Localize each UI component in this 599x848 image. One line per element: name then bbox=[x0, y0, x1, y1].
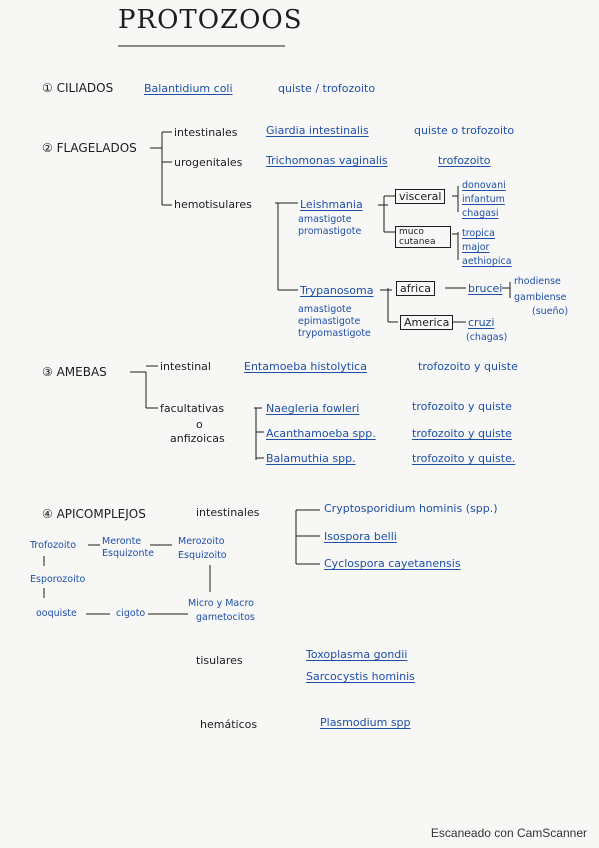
africa-note: (sueño) bbox=[532, 306, 569, 317]
cycle-gametocitos-1: Micro y Macro bbox=[188, 598, 254, 609]
page-title: PROTOZOOS bbox=[118, 5, 303, 35]
apicomplejos-tisulares-label: tisulares bbox=[196, 654, 243, 667]
toxoplasma-species: Toxoplasma gondii bbox=[306, 648, 408, 661]
mucocutanea-species-3: aethiopica bbox=[462, 256, 512, 267]
flagelados-intestinales-label: intestinales bbox=[174, 126, 238, 139]
cyclospora-species: Cyclospora cayetanensis bbox=[324, 557, 461, 570]
africa-species: brucei bbox=[468, 282, 503, 295]
cycle-cigoto: cigoto bbox=[116, 608, 146, 619]
ciliados-species: Balantidium coli bbox=[144, 82, 233, 95]
apicomplejos-intestinales-label: intestinales bbox=[196, 506, 260, 519]
cycle-ooquiste: ooquiste bbox=[36, 608, 77, 619]
apicomplejos-heading: ④ APICOMPLEJOS bbox=[42, 507, 146, 521]
balamuthia-species: Balamuthia spp. bbox=[266, 452, 356, 465]
amebas-intestinal-label: intestinal bbox=[160, 360, 211, 373]
amebas-anfizoicas-label: anfizoicas bbox=[170, 432, 225, 445]
trypanosoma-form-1: amastigote bbox=[298, 304, 352, 315]
africa-subspecies-2: gambiense bbox=[514, 292, 567, 303]
trypanosoma-name: Trypanosoma bbox=[300, 284, 374, 297]
flagelados-heading: ② FLAGELADOS bbox=[42, 141, 137, 155]
plasmodium-species: Plasmodium spp bbox=[320, 716, 411, 729]
acanthamoeba-forms: trofozoito y quiste bbox=[412, 427, 512, 440]
visceral-species-3: chagasi bbox=[462, 208, 499, 219]
flagelados-urogenitales-label: urogenitales bbox=[174, 156, 243, 169]
amebas-o-label: o bbox=[196, 418, 203, 431]
cycle-esquizonte: Esquizonte bbox=[102, 548, 155, 559]
america-species: cruzi bbox=[468, 316, 495, 329]
africa-box: africa bbox=[396, 281, 435, 296]
trypanosoma-form-2: epimastigote bbox=[298, 316, 361, 327]
cycle-esporozoito: Esporozoito bbox=[30, 574, 86, 585]
scanner-footer: Escaneado con CamScanner bbox=[430, 826, 587, 840]
giardia-forms: quiste o trofozoito bbox=[414, 124, 515, 137]
flagelados-hemotisulares-label: hemotisulares bbox=[174, 198, 252, 211]
entamoeba-species: Entamoeba histolytica bbox=[244, 360, 367, 373]
cycle-meronte: Meronte bbox=[102, 536, 142, 547]
naegleria-forms: trofozoito y quiste bbox=[412, 400, 512, 413]
leishmania-form-1: amastigote bbox=[298, 214, 352, 225]
amebas-facultativas-label: facultativas bbox=[160, 402, 225, 415]
africa-subspecies-1: rhodiense bbox=[514, 276, 561, 287]
acanthamoeba-species: Acanthamoeba spp. bbox=[266, 427, 376, 440]
visceral-species-2: infantum bbox=[462, 194, 505, 205]
trichomonas-forms: trofozoito bbox=[438, 154, 491, 167]
isospora-species: Isospora belli bbox=[324, 530, 397, 543]
giardia-species: Giardia intestinalis bbox=[266, 124, 369, 137]
cycle-gametocitos-2: gametocitos bbox=[196, 612, 255, 623]
visceral-species-1: donovani bbox=[462, 180, 506, 191]
mucocutanea-box: muco cutanea bbox=[395, 226, 451, 248]
leishmania-name: Leishmania bbox=[300, 198, 363, 211]
cryptosporidium-species: Cryptosporidium hominis (spp.) bbox=[324, 502, 498, 515]
ciliados-heading: ① CILIADOS bbox=[42, 81, 114, 95]
balamuthia-forms: trofozoito y quiste. bbox=[412, 452, 516, 465]
entamoeba-forms: trofozoito y quiste bbox=[418, 360, 518, 373]
sarcocystis-species: Sarcocystis hominis bbox=[306, 670, 415, 683]
visceral-box: visceral bbox=[395, 189, 446, 204]
leishmania-form-2: promastigote bbox=[298, 226, 362, 237]
cycle-esquizoito: Esquizoito bbox=[178, 550, 227, 561]
mucocutanea-species-2: major bbox=[462, 242, 490, 253]
apicomplejos-hematicos-label: hemáticos bbox=[200, 718, 258, 731]
america-box: America bbox=[400, 315, 454, 330]
amebas-heading: ③ AMEBAS bbox=[42, 365, 107, 379]
trichomonas-species: Trichomonas vaginalis bbox=[266, 154, 388, 167]
trypanosoma-form-3: trypomastigote bbox=[298, 328, 371, 339]
cycle-merozoito: Merozoito bbox=[178, 536, 225, 547]
america-note: (chagas) bbox=[466, 332, 508, 343]
mucocutanea-species-1: tropica bbox=[462, 228, 495, 239]
cycle-trofozoito: Trofozoito bbox=[30, 540, 77, 551]
ciliados-forms: quiste / trofozoito bbox=[278, 82, 376, 95]
naegleria-species: Naegleria fowleri bbox=[266, 402, 360, 415]
